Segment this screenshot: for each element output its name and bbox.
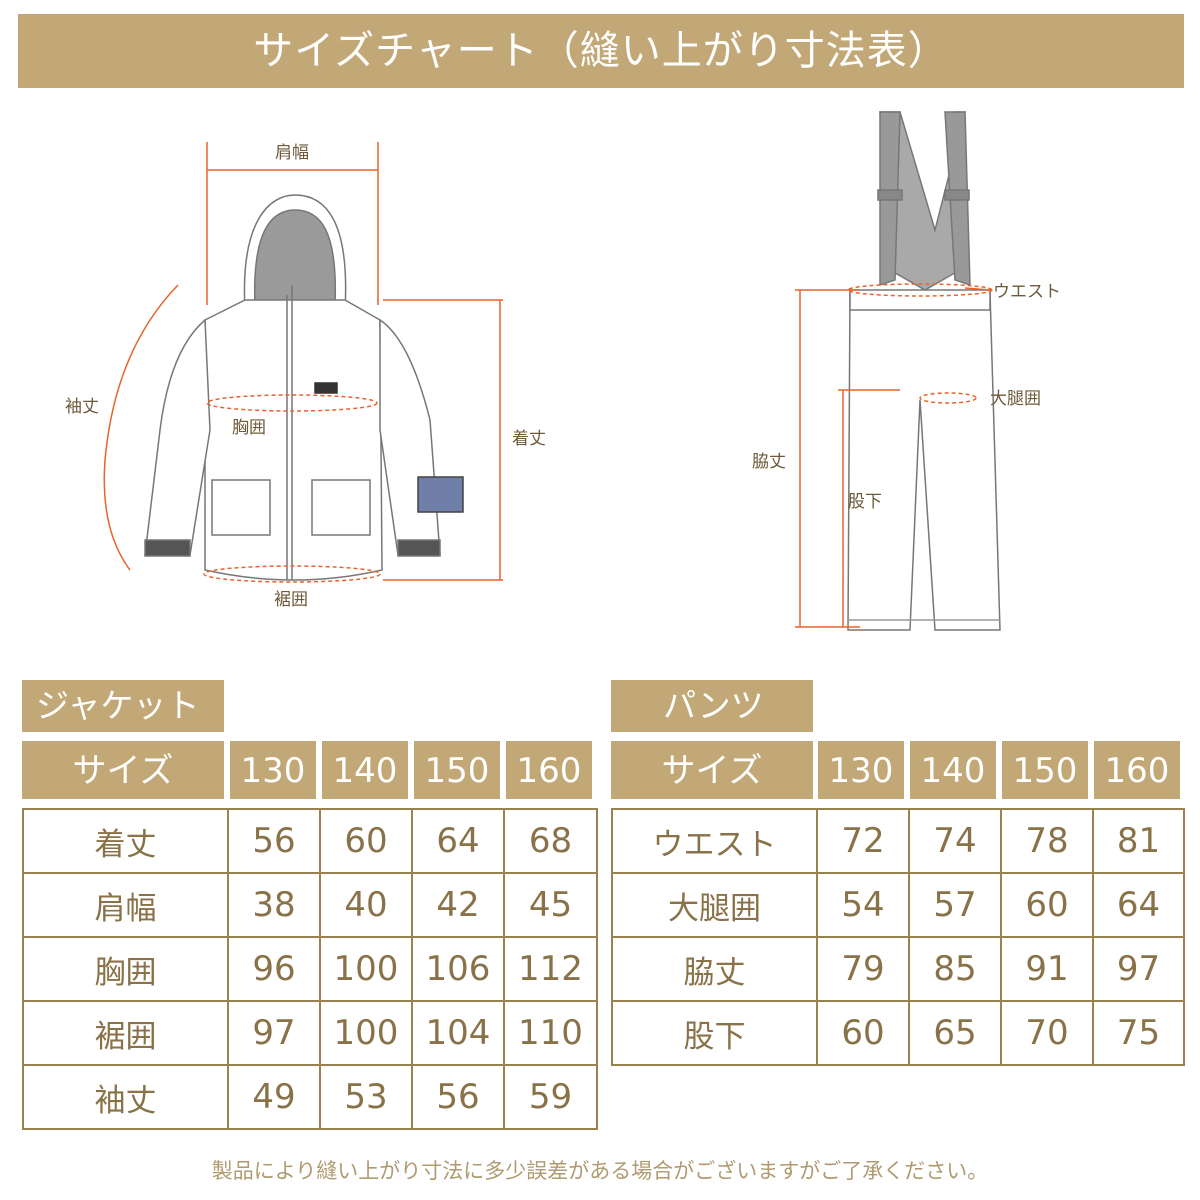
table-cell: 91 (1000, 936, 1094, 1002)
table-row: 脇丈 79 85 91 97 (611, 936, 1185, 1002)
table-cell: 40 (319, 872, 413, 938)
table-cell: 110 (503, 1000, 598, 1066)
table-cell: 64 (411, 808, 505, 874)
row-label: ウエスト (611, 808, 818, 874)
pants-illustration (847, 111, 1001, 631)
table-row: 胸囲 96 100 106 112 (22, 936, 598, 1002)
jacket-heading: ジャケット (22, 680, 224, 732)
table-row: 裾囲 97 100 104 110 (22, 1000, 598, 1066)
table-cell: 106 (411, 936, 505, 1002)
table-row: 肩幅 38 40 42 45 (22, 872, 598, 938)
pants-measure-lines (795, 283, 993, 628)
table-cell: 97 (227, 1000, 321, 1066)
table-cell: 100 (319, 1000, 413, 1066)
disclaimer-note: 製品により縫い上がり寸法に多少誤差がある場合がございますがご了承ください。 (211, 1159, 989, 1183)
table-cell: 74 (908, 808, 1002, 874)
table-cell: 64 (1092, 872, 1185, 938)
table-cell: 53 (319, 1064, 413, 1130)
table-cell: 60 (816, 1000, 910, 1066)
pants-size-150: 150 (1002, 741, 1088, 799)
table-cell: 100 (319, 936, 413, 1002)
table-cell: 42 (411, 872, 505, 938)
row-label: 着丈 (22, 808, 229, 874)
row-label: 胸囲 (22, 936, 229, 1002)
table-row: 着丈 56 60 64 68 (22, 808, 598, 874)
table-cell: 59 (503, 1064, 598, 1130)
table-cell: 60 (1000, 872, 1094, 938)
chest-label: 胸囲 (232, 418, 266, 438)
jacket-size-160: 160 (506, 741, 592, 799)
pants-size-160: 160 (1094, 741, 1180, 799)
pants-size-140: 140 (910, 741, 996, 799)
table-cell: 97 (1092, 936, 1185, 1002)
pants-size-130: 130 (818, 741, 904, 799)
table-cell: 54 (816, 872, 910, 938)
shoulder-label: 肩幅 (275, 143, 309, 163)
table-cell: 70 (1000, 1000, 1094, 1066)
table-cell: 49 (227, 1064, 321, 1130)
row-label: 股下 (611, 1000, 818, 1066)
table-cell: 60 (319, 808, 413, 874)
hem-label: 裾囲 (274, 590, 308, 610)
jacket-measure-lines (103, 142, 503, 583)
table-cell: 57 (908, 872, 1002, 938)
table-cell: 78 (1000, 808, 1094, 874)
jacket-size-table: 着丈 56 60 64 68 肩幅 38 40 42 45 胸囲 96 100 … (22, 808, 598, 1130)
pants-size-header: サイズ (611, 741, 813, 799)
table-cell: 68 (503, 808, 598, 874)
table-cell: 75 (1092, 1000, 1185, 1066)
table-cell: 96 (227, 936, 321, 1002)
row-label: 袖丈 (22, 1064, 229, 1130)
row-label: 大腿囲 (611, 872, 818, 938)
page-title: サイズチャート（縫い上がり寸法表） (18, 14, 1184, 88)
jacket-size-150: 150 (414, 741, 500, 799)
table-row: 大腿囲 54 57 60 64 (611, 872, 1185, 938)
table-cell: 65 (908, 1000, 1002, 1066)
pants-size-table: ウエスト 72 74 78 81 大腿囲 54 57 60 64 脇丈 79 8… (611, 808, 1185, 1066)
jacket-size-header: サイズ (22, 741, 224, 799)
sleeve-label: 袖丈 (65, 397, 99, 417)
waist-label: ウエスト (993, 282, 1061, 302)
table-cell: 85 (908, 936, 1002, 1002)
outseam-label: 脇丈 (752, 452, 786, 472)
table-cell: 81 (1092, 808, 1185, 874)
table-cell: 45 (503, 872, 598, 938)
table-cell: 56 (411, 1064, 505, 1130)
jacket-size-130: 130 (230, 741, 316, 799)
inseam-label: 股下 (848, 492, 882, 512)
table-cell: 38 (227, 872, 321, 938)
table-row: 股下 60 65 70 75 (611, 1000, 1185, 1066)
table-cell: 104 (411, 1000, 505, 1066)
jacket-illustration (144, 194, 464, 581)
table-cell: 79 (816, 936, 910, 1002)
jacket-size-140: 140 (322, 741, 408, 799)
row-label: 脇丈 (611, 936, 818, 1002)
table-row: ウエスト 72 74 78 81 (611, 808, 1185, 874)
thigh-label: 大腿囲 (990, 389, 1041, 409)
pants-heading: パンツ (611, 680, 813, 732)
table-row: 袖丈 49 53 56 59 (22, 1064, 598, 1130)
table-cell: 112 (503, 936, 598, 1002)
length-label: 着丈 (512, 429, 546, 449)
row-label: 肩幅 (22, 872, 229, 938)
row-label: 裾囲 (22, 1000, 229, 1066)
table-cell: 72 (816, 808, 910, 874)
table-cell: 56 (227, 808, 321, 874)
garment-illustrations: 肩幅 袖丈 着丈 胸囲 裾囲 ウエスト 大腿囲 脇丈 股下 (65, 111, 1061, 631)
